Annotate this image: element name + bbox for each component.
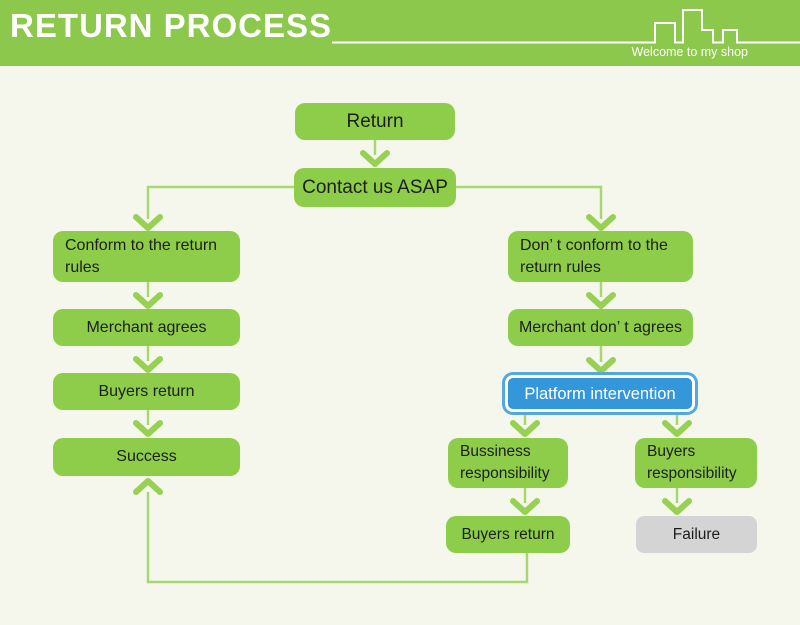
node-buyers-responsibility: Buyers responsibility xyxy=(635,438,757,488)
arrowhead-down-icon xyxy=(133,356,163,373)
welcome-tagline: Welcome to my shop xyxy=(631,45,748,59)
arrowhead-down-icon xyxy=(133,420,163,437)
arrowhead-down-icon xyxy=(133,214,163,231)
node-bussiness-responsibility: Bussiness responsibility xyxy=(448,438,568,488)
arrowhead-down-icon xyxy=(360,150,390,167)
node-conform-to-return-rules: Conform to the return rules xyxy=(53,231,240,282)
header-banner: RETURN PROCESS Welcome to my shop xyxy=(0,0,800,66)
node-platform-intervention: Platform intervention xyxy=(505,375,695,412)
node-dont-conform-rules: Don’ t conform to the return rules xyxy=(508,231,693,282)
arrowhead-down-icon xyxy=(662,498,692,515)
node-failure: Failure xyxy=(636,516,757,553)
node-merchant-dont-agrees: Merchant don’ t agrees xyxy=(508,309,693,346)
arrowhead-down-icon xyxy=(586,357,616,374)
arrowhead-down-icon xyxy=(586,214,616,231)
arrowhead-down-icon xyxy=(510,498,540,515)
arrowhead-down-icon xyxy=(133,292,163,309)
arrowhead-down-icon xyxy=(586,292,616,309)
node-contact-us-asap: Contact us ASAP xyxy=(294,168,456,207)
arrowhead-down-icon xyxy=(510,420,540,437)
node-success: Success xyxy=(53,438,240,476)
node-buyers-return-right: Buyers return xyxy=(446,516,570,553)
node-merchant-agrees: Merchant agrees xyxy=(53,309,240,346)
city-skyline-icon xyxy=(332,9,800,44)
arrowhead-up-icon xyxy=(133,478,163,495)
page-title: RETURN PROCESS xyxy=(10,7,333,44)
arrowhead-down-icon xyxy=(662,420,692,437)
node-return: Return xyxy=(295,103,455,140)
node-buyers-return-left: Buyers return xyxy=(53,373,240,410)
